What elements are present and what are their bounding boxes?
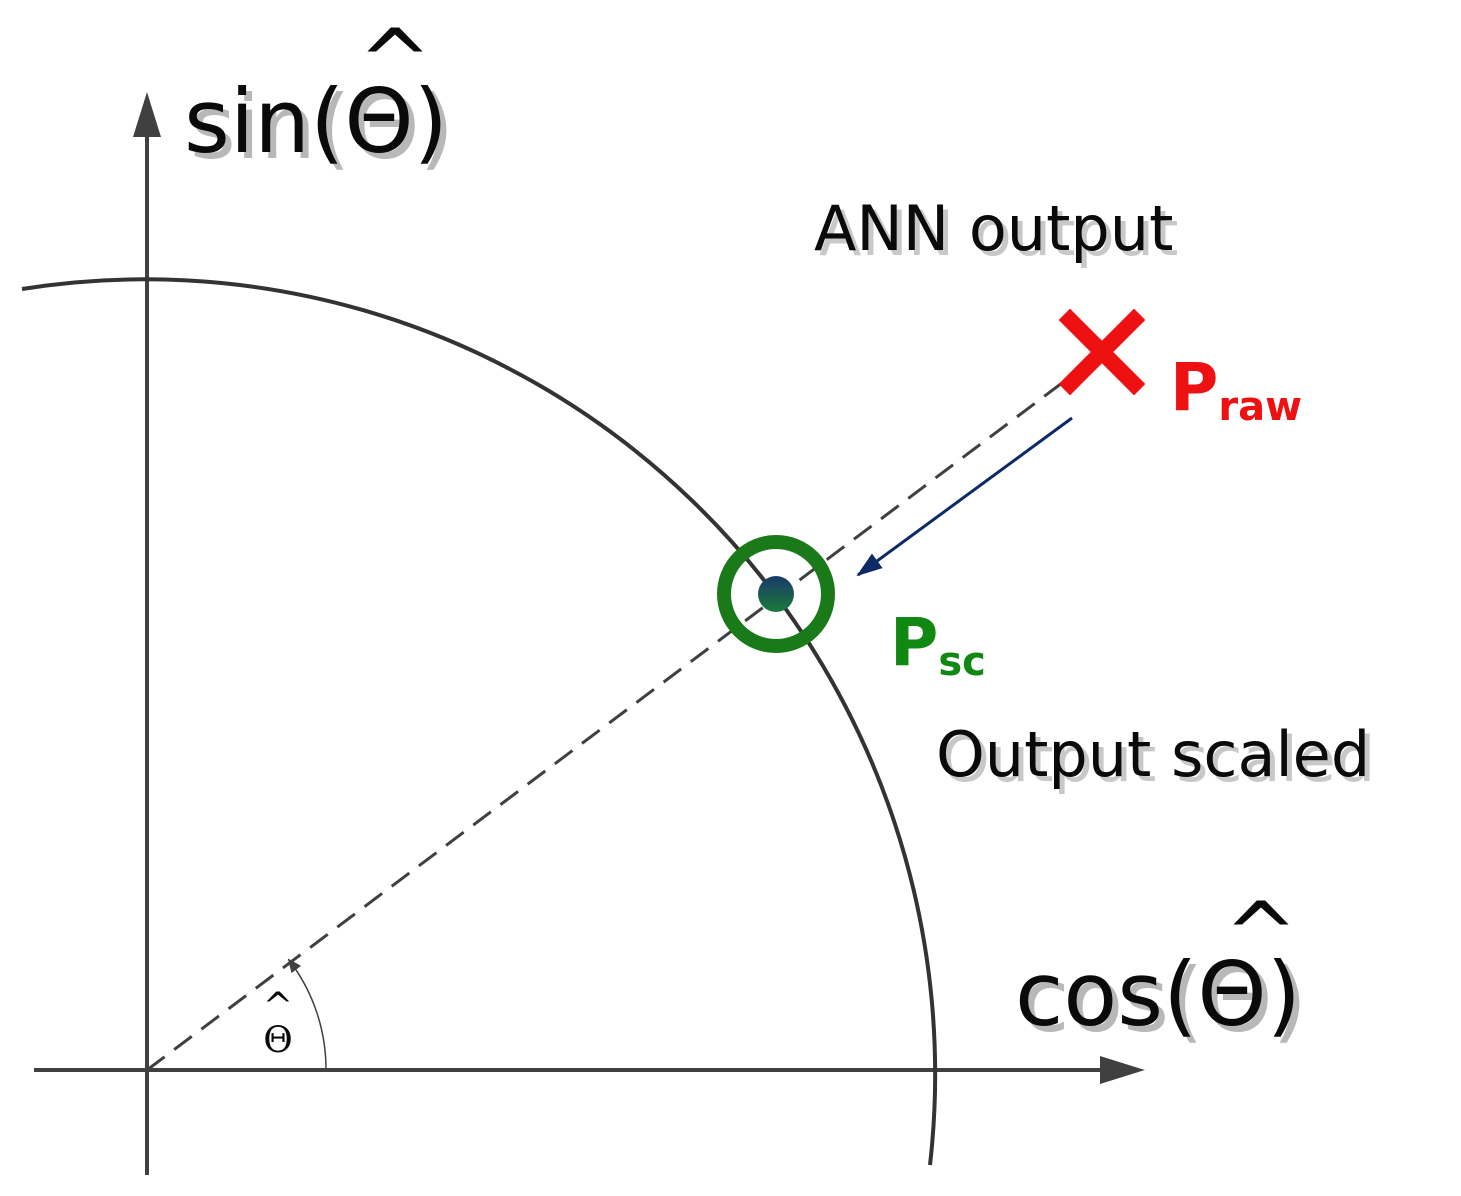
scaled-point-dot (758, 576, 794, 612)
raw-point-label: Praw (1170, 349, 1302, 430)
x-axis-title-shadow: cos(Θ) (1021, 949, 1307, 1052)
ann-output-label: ANN output (814, 192, 1173, 265)
y-axis-arrowhead (133, 92, 161, 137)
raw-point-label-sub: raw (1218, 384, 1302, 430)
scaled-point-ring (717, 535, 835, 653)
y-axis-title-shadow: sin(Θ) (190, 76, 454, 179)
angle-hat: ^ (263, 986, 293, 1027)
angle-symbol: Θ (263, 1020, 293, 1061)
unit-circle-arc (21, 277, 938, 1166)
output-scaled-label: Output scaled (936, 718, 1370, 791)
raw-point-marker (1058, 308, 1146, 396)
scaled-point-label: Psc (890, 604, 986, 685)
dashed-ray (146, 381, 1063, 1072)
x-axis-title: cos(Θ) (1015, 943, 1301, 1046)
x-axis-title-hat: ^ (1224, 883, 1298, 986)
angle-arc (287, 958, 327, 1071)
y-axis-title-hat: ^ (358, 10, 432, 113)
ann-output-label-shadow: ANN output (819, 197, 1178, 270)
raw-point-label-main: P (1170, 349, 1218, 426)
x-axis-arrowhead (1100, 1056, 1145, 1084)
projection-arrow (856, 416, 1073, 577)
scaled-point-label-sub: sc (938, 639, 986, 685)
output-scaled-label-shadow: Output scaled (941, 723, 1375, 796)
y-axis-title: sin(Θ) (184, 70, 448, 173)
scaled-point-label-main: P (890, 604, 938, 681)
